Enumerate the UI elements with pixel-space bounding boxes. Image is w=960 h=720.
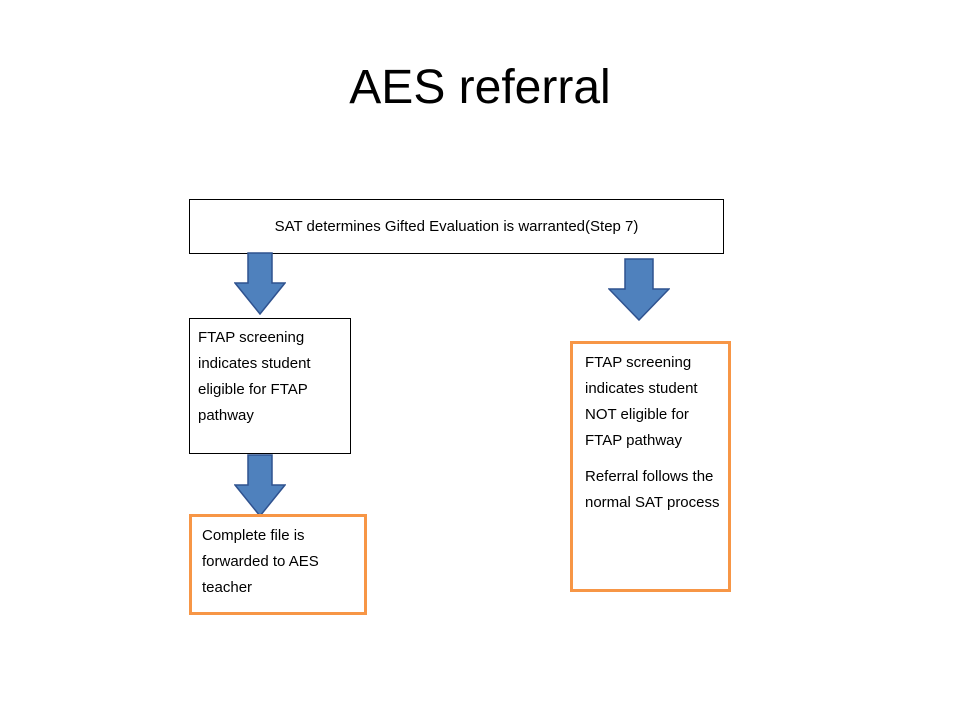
ftap-eligible-box: FTAP screening indicates student eligibl… [189, 318, 351, 454]
file-forwarded-box: Complete file is forwarded to AES teache… [189, 514, 367, 615]
sat-determination-box: SAT determines Gifted Evaluation is warr… [189, 199, 724, 254]
ftap-not-eligible-text: FTAP screening indicates student NOT eli… [585, 354, 698, 449]
down-arrow-icon-left-1 [234, 252, 286, 315]
down-arrow-icon-right [608, 258, 670, 321]
slide-title: AES referral [349, 61, 611, 114]
ftap-not-eligible-box: FTAP screening indicates student NOT eli… [570, 341, 731, 592]
ftap-eligible-text: FTAP screening indicates student eligibl… [198, 329, 311, 424]
sat-determination-text: SAT determines Gifted Evaluation is warr… [274, 217, 639, 235]
normal-sat-process-text: Referral follows the normal SAT process [585, 468, 720, 511]
file-forwarded-text: Complete file is forwarded to AES teache… [202, 527, 319, 596]
down-arrow-icon-left-2 [234, 454, 286, 517]
